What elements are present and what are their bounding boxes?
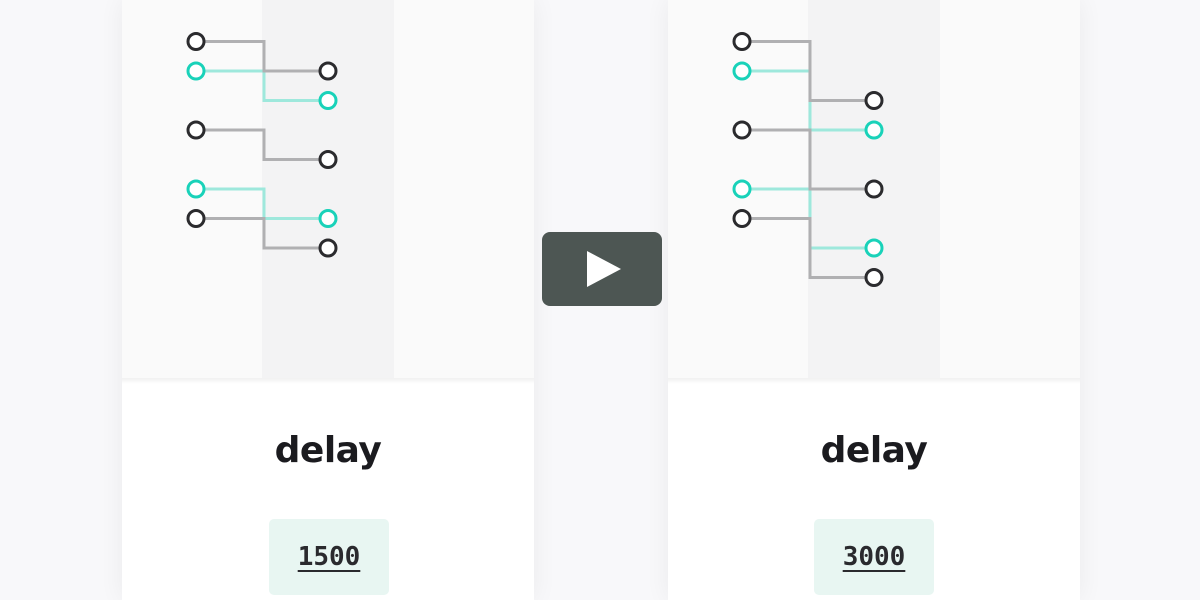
output-marble: [318, 238, 338, 258]
output-marble: [318, 150, 338, 169]
output-marble: [864, 268, 884, 287]
marble-path: [742, 40, 874, 102]
output-marble: [864, 91, 884, 110]
input-marble: [186, 209, 206, 228]
marble-path: [196, 128, 328, 161]
play-icon: [587, 251, 621, 287]
input-marble: [732, 32, 752, 51]
delay-value[interactable]: 3000: [842, 542, 906, 572]
input-marble: [732, 209, 752, 228]
output-marble: [318, 209, 338, 228]
input-marble: [186, 120, 206, 140]
marble-diagram-svg: [186, 32, 338, 258]
panel-divider: [122, 378, 534, 384]
output-marble: [318, 61, 338, 81]
marble-path: [196, 187, 328, 220]
marble-diagram-svg: [732, 32, 884, 287]
marble-path: [196, 217, 328, 250]
input-marble: [732, 120, 752, 140]
marble-path: [742, 128, 874, 191]
output-marble: [864, 179, 884, 199]
marble-path: [742, 217, 874, 279]
delay-value[interactable]: 1500: [297, 542, 361, 572]
output-marble: [864, 238, 884, 258]
output-marble: [318, 91, 338, 110]
output-marble: [864, 120, 884, 140]
marble-diagram: [668, 0, 1080, 378]
delay-value-button[interactable]: 1500: [269, 519, 389, 595]
input-marble: [732, 179, 752, 199]
input-marble: [186, 61, 206, 81]
delay-panel-1500: delay 1500: [122, 0, 534, 600]
input-marble: [732, 61, 752, 81]
marble-diagram: [122, 0, 534, 378]
play-button[interactable]: [542, 232, 662, 306]
delay-panel-3000: delay 3000: [668, 0, 1080, 600]
input-marble: [186, 32, 206, 51]
panel-divider: [668, 378, 1080, 384]
operator-label: delay: [274, 430, 382, 471]
marble-path: [196, 69, 328, 102]
input-marble: [186, 179, 206, 199]
marble-path: [196, 40, 328, 73]
delay-value-button[interactable]: 3000: [814, 519, 934, 595]
operator-label: delay: [820, 430, 928, 471]
